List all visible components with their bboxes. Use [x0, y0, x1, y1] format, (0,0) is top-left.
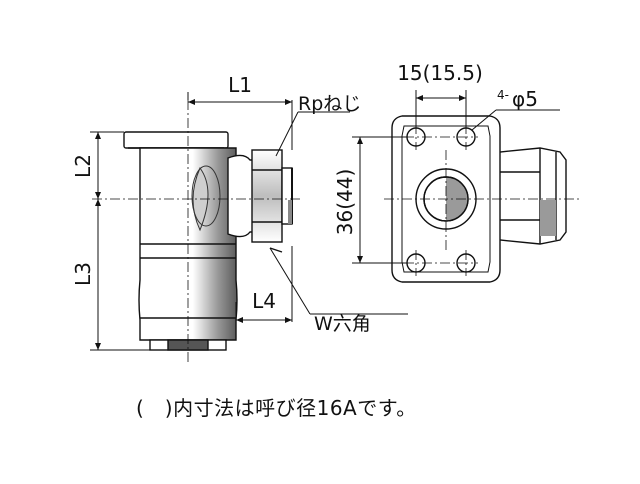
- side-labels: L1 Rpねじ L4 W六角 L2 L3: [71, 73, 371, 335]
- label-hole-dia: φ5: [512, 87, 538, 111]
- top-flange: [123, 131, 229, 149]
- label-l2: L2: [71, 154, 95, 178]
- front-labels: 15(15.5) 4- φ5 36(44): [333, 61, 538, 235]
- label-w-hex: W六角: [314, 313, 371, 335]
- front-centerlines: [384, 124, 580, 276]
- label-l1: L1: [228, 73, 252, 97]
- side-centerlines: [92, 100, 302, 362]
- label-rp-thread: Rpねじ: [298, 93, 361, 115]
- label-15: 15(15.5): [397, 61, 483, 85]
- label-36: 36(44): [333, 169, 357, 236]
- label-l4: L4: [252, 289, 276, 313]
- dimension-note: ( )内寸法は呼び径16Aです。: [136, 396, 417, 420]
- front-dimensions: [352, 90, 560, 264]
- label-l3: L3: [71, 262, 95, 286]
- label-hole-count: 4-: [497, 88, 509, 102]
- side-dimensions: [90, 92, 408, 351]
- hex-nut: [251, 149, 283, 243]
- side-view: [123, 131, 293, 351]
